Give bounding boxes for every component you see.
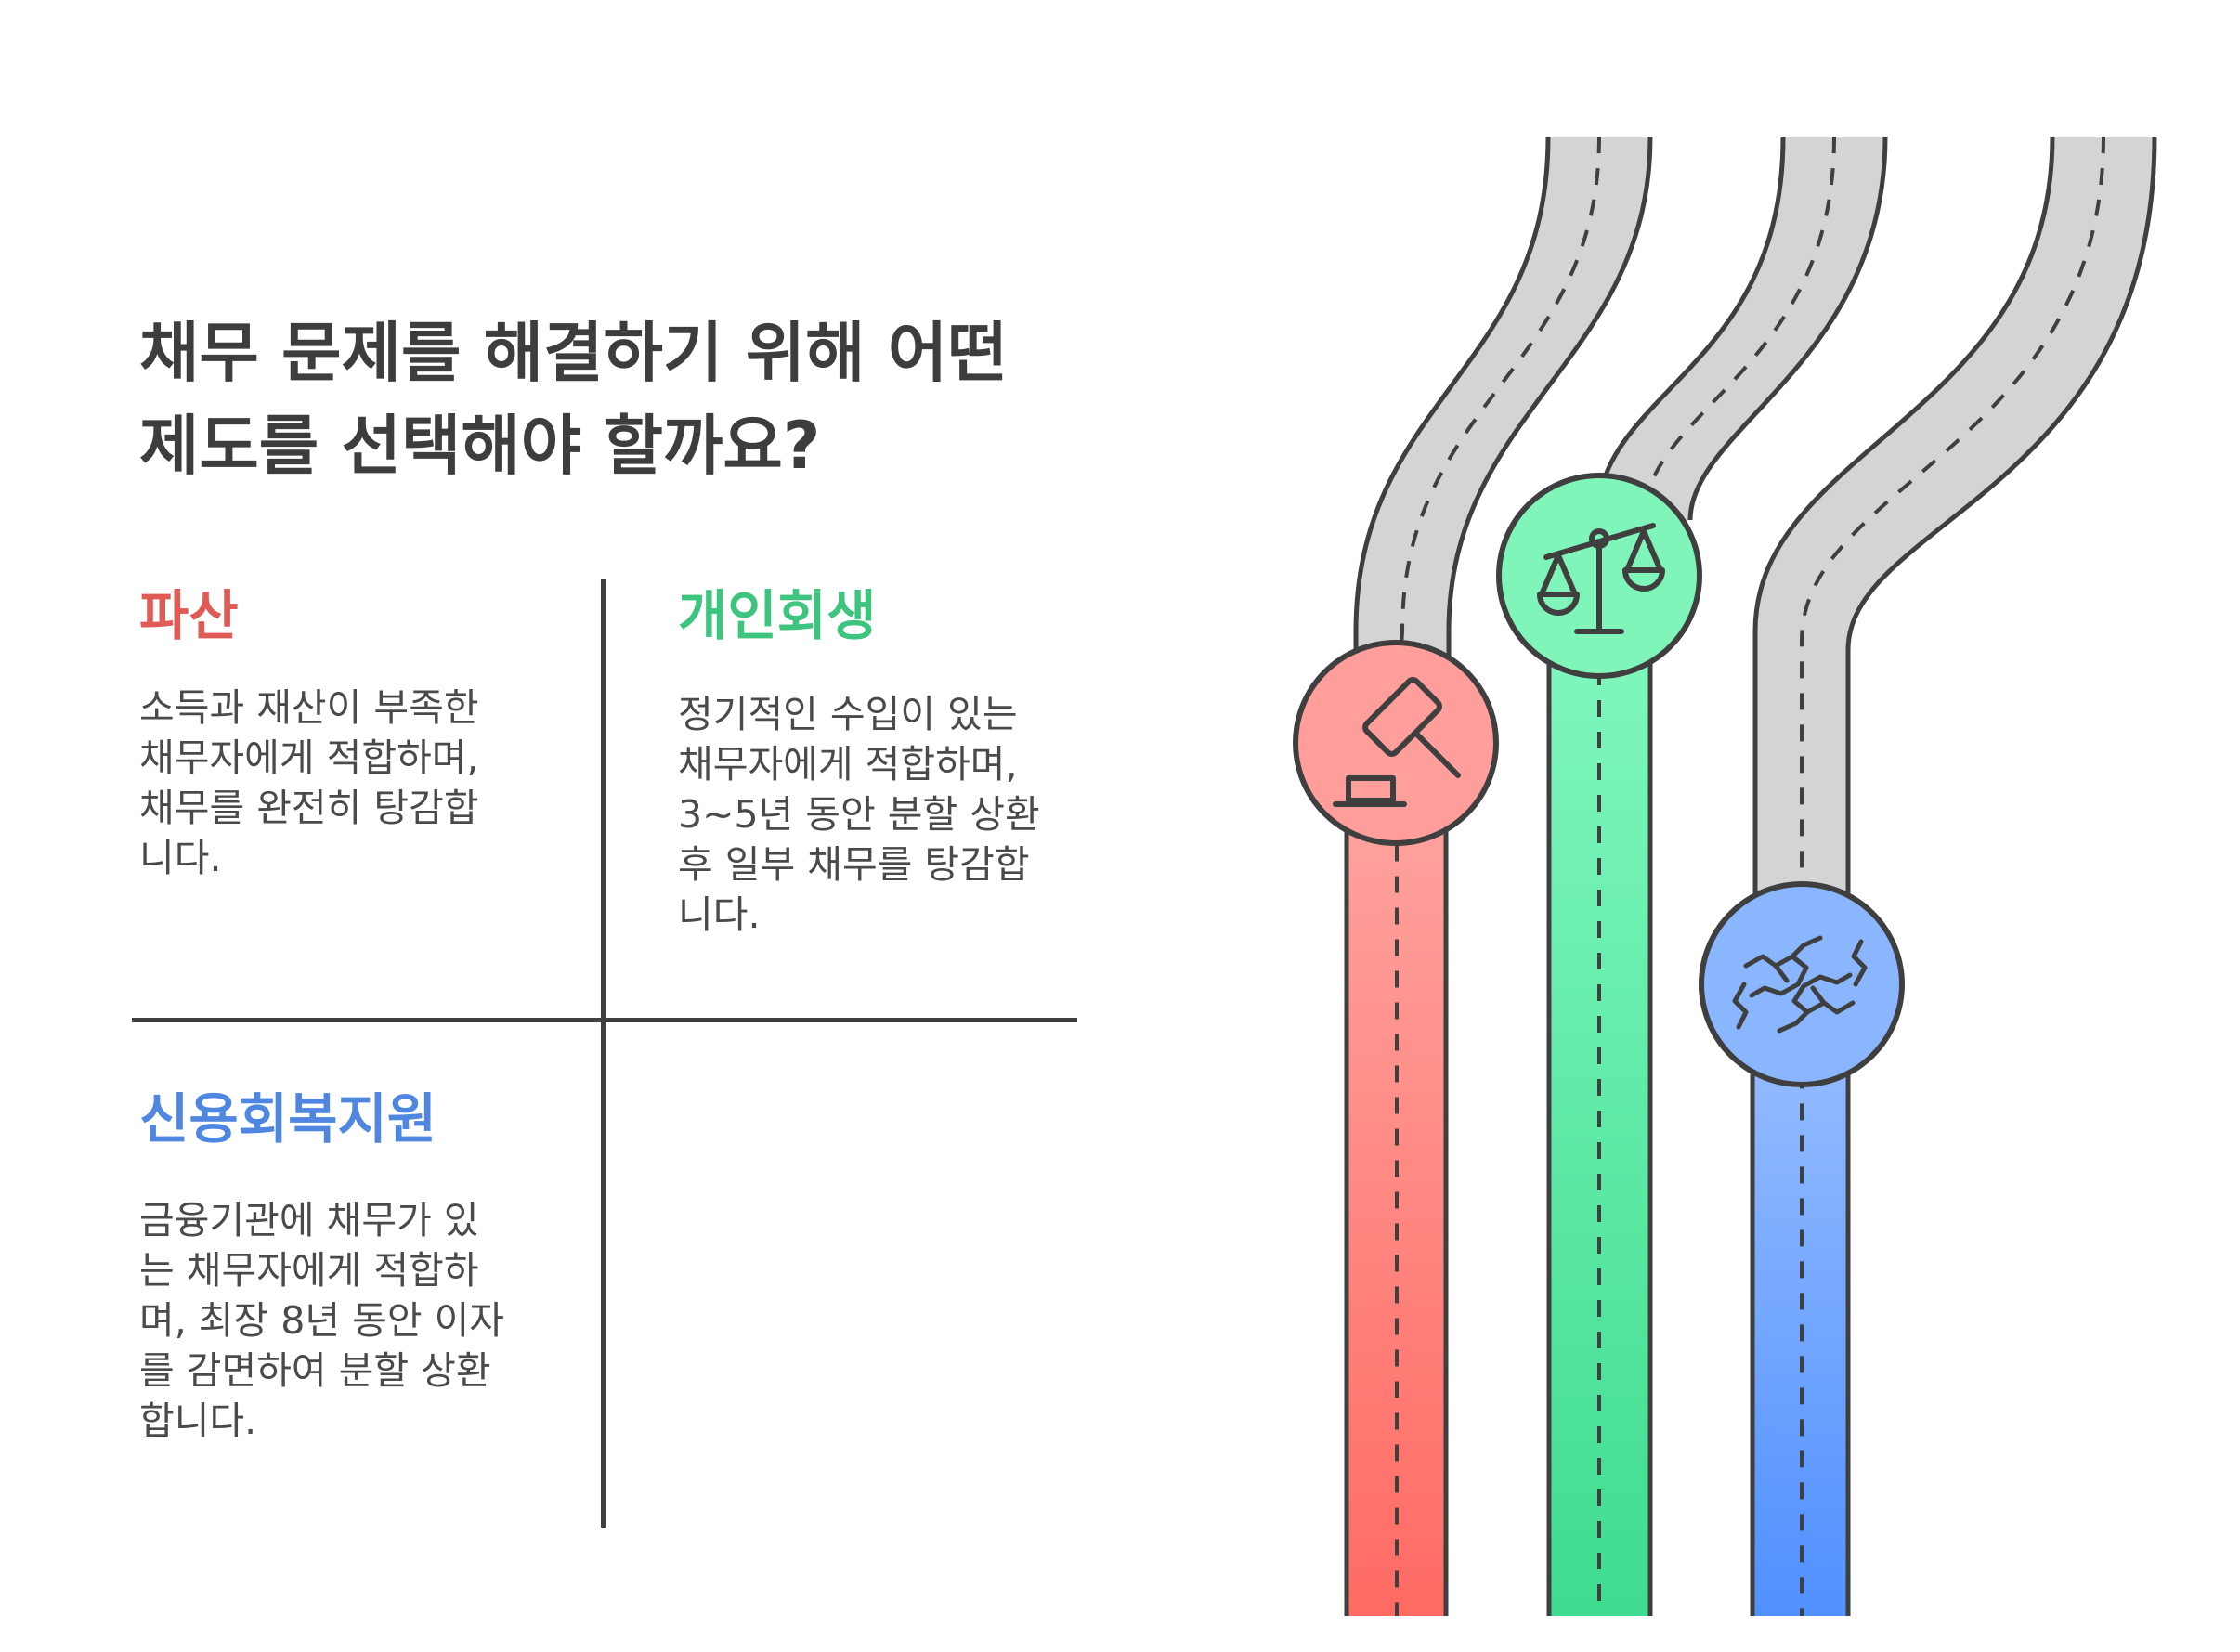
road-center-dash — [1395, 136, 1601, 1616]
road-rehabilitation — [1546, 136, 1888, 1616]
road-gray-section — [1755, 137, 2155, 929]
description-line: 정기적인 수입이 있는 — [678, 692, 1018, 736]
road-edge — [1595, 136, 1786, 521]
road-edge — [1353, 136, 1551, 743]
description-line: 며, 최장 8년 동안 이자 — [139, 1298, 505, 1343]
vertical-divider — [601, 579, 606, 1528]
page-title: 채무 문제를 해결하기 위해 어떤 제도를 선택해야 할까요? — [139, 306, 1114, 492]
description-line: 채무자에게 적합하며, — [678, 742, 1018, 787]
road-gray-section — [1597, 137, 1885, 520]
option-heading-credit-recovery: 신용회복지원 — [139, 1087, 437, 1151]
description-line: 후 일부 채무를 탕감합 — [678, 842, 1030, 887]
description-line: 채무자에게 적합하며, — [139, 735, 479, 780]
description-line: 금융기관에 채무가 있 — [139, 1198, 479, 1242]
option-description-rehabilitation: 정기적인 수입이 있는 채무자에게 적합하며, 3~5년 동안 분할 상환 후 … — [678, 689, 1040, 940]
road-edge — [1752, 136, 2055, 929]
option-heading-rehabilitation: 개인회생 — [678, 584, 877, 647]
title-line-1: 채무 문제를 해결하기 위해 어떤 — [139, 315, 1008, 391]
option-description-credit-recovery: 금융기관에 채무가 있 는 채무자에게 적합하 며, 최장 8년 동안 이자 를… — [139, 1195, 504, 1446]
description-line: 니다. — [678, 892, 761, 937]
road-edge — [1687, 136, 1888, 521]
description-line: 는 채무자에게 적합하 — [139, 1248, 479, 1293]
road-gray-section — [1356, 137, 1650, 743]
road-credit-recovery — [1750, 136, 2157, 1616]
description-line: 합니다. — [139, 1398, 257, 1443]
handshake-icon — [1699, 881, 1905, 1087]
option-description-bankruptcy: 소득과 재산이 부족한 채무자에게 적합하며, 채무를 완전히 탕감합 니다. — [139, 683, 479, 883]
road-center-dash — [1642, 136, 1836, 521]
description-line: 채무를 완전히 탕감합 — [139, 786, 479, 830]
description-line: 니다. — [139, 836, 222, 880]
description-line: 소득과 재산이 부족한 — [139, 685, 479, 730]
option-heading-bankruptcy: 파산 — [139, 584, 239, 647]
road-edge — [1446, 136, 1653, 743]
road-bankruptcy — [1344, 136, 1653, 1616]
road-edge — [1845, 136, 2157, 929]
description-line: 3~5년 동안 분할 상환 — [678, 792, 1040, 837]
gavel-icon — [1293, 640, 1499, 846]
description-line: 를 감면하여 분할 상환 — [139, 1348, 491, 1393]
title-line-2: 제도를 선택해야 할까요? — [139, 408, 821, 484]
horizontal-divider — [132, 1018, 1077, 1022]
scales-icon — [1496, 473, 1702, 679]
